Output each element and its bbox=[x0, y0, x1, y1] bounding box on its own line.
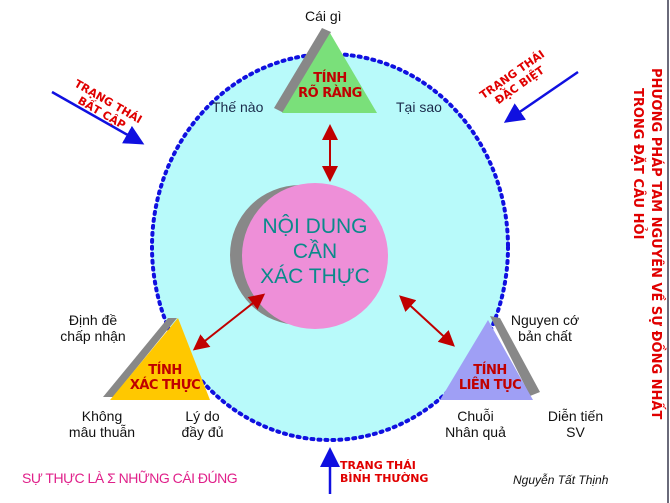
left-br-line2: đầy đủ bbox=[181, 424, 224, 441]
top-triangle bbox=[282, 33, 377, 113]
right-br-line2: SV bbox=[566, 424, 585, 441]
top-title-line2: RÕ RÀNG bbox=[298, 85, 362, 101]
right-triangle-title: TÍNH LIÊN TỤC bbox=[450, 363, 530, 394]
left-br-line1: Lý do bbox=[185, 408, 220, 424]
core-shadow bbox=[230, 185, 300, 325]
side-title-line2: TRONG ĐẶT CÂU HỎI bbox=[630, 88, 645, 240]
top-title-line1: TÍNH bbox=[313, 71, 347, 86]
top-apex-label: Cái gì bbox=[305, 8, 342, 24]
right-bottom-right-label: Diễn tiến SV bbox=[538, 408, 613, 440]
left-apex-label: Định đề chấp nhận bbox=[48, 312, 138, 344]
footer-motto: SỰ THỰC LÀ Σ NHỮNG CÁI ĐÚNG bbox=[22, 470, 238, 486]
right-apex-line2: bản chất bbox=[518, 328, 572, 345]
side-title-line1: PHƯƠNG PHÁP TAM NGUYÊN VỀ SỰ ĐỒNG NHẤT bbox=[648, 68, 663, 420]
core-line2: CẦN bbox=[292, 240, 338, 264]
left-triangle bbox=[110, 318, 210, 400]
core-line1: NỘI DUNG bbox=[262, 215, 368, 238]
right-title-line2: LIÊN TỤC bbox=[458, 377, 522, 393]
left-bottom-left-label: Không mâu thuẫn bbox=[62, 408, 142, 440]
right-bl-line2: Nhân quả bbox=[445, 424, 506, 441]
binh-thuong-line2: BÌNH THƯỜNG bbox=[340, 471, 429, 485]
arrow-left bbox=[192, 293, 266, 351]
core-text: NỘI DUNG CẦN XÁC THỰC bbox=[240, 214, 390, 290]
state-binh-thuong: TRẠNG THÁI BÌNH THƯỜNG bbox=[340, 459, 429, 485]
right-br-line1: Diễn tiến bbox=[547, 408, 604, 424]
left-triangle-shadow bbox=[103, 318, 177, 397]
binh-thuong-line1: TRẠNG THÁI bbox=[340, 459, 416, 472]
left-title-line1: TÍNH bbox=[148, 363, 182, 378]
left-apex-line1: Định đề bbox=[68, 312, 118, 328]
left-triangle-title: TÍNH XÁC THỰC bbox=[125, 363, 205, 394]
right-apex-label: Nguyen cớ bản chất bbox=[500, 312, 590, 344]
left-bl-line2: mâu thuẫn bbox=[68, 424, 136, 441]
top-triangle-shadow bbox=[274, 28, 331, 113]
top-left-label: Thế nào bbox=[212, 99, 264, 115]
core-circle bbox=[242, 183, 388, 329]
left-bottom-right-label: Lý do đầy đủ bbox=[170, 408, 235, 440]
arrow-right bbox=[399, 295, 455, 347]
right-title-line1: TÍNH bbox=[473, 363, 507, 378]
right-bl-line1: Chuỗi bbox=[457, 408, 494, 424]
left-title-line2: XÁC THỰC bbox=[129, 377, 201, 393]
core-line3: XÁC THỰC bbox=[260, 265, 370, 289]
left-apex-line2: chấp nhận bbox=[60, 328, 126, 345]
right-border bbox=[667, 0, 669, 503]
left-bl-line1: Không bbox=[81, 408, 123, 424]
top-triangle-title: TÍNH RÕ RÀNG bbox=[290, 71, 370, 102]
right-bottom-left-label: Chuỗi Nhân quả bbox=[438, 408, 513, 440]
right-triangle-shadow bbox=[490, 316, 540, 396]
arrow-dac-biet bbox=[503, 70, 579, 123]
right-apex-line1: Nguyen cớ bbox=[510, 312, 580, 328]
right-triangle bbox=[440, 320, 533, 400]
footer-author: Nguyễn Tất Thịnh bbox=[513, 473, 609, 487]
arrow-bat-cap bbox=[51, 90, 145, 145]
top-right-label: Tại sao bbox=[396, 99, 442, 115]
